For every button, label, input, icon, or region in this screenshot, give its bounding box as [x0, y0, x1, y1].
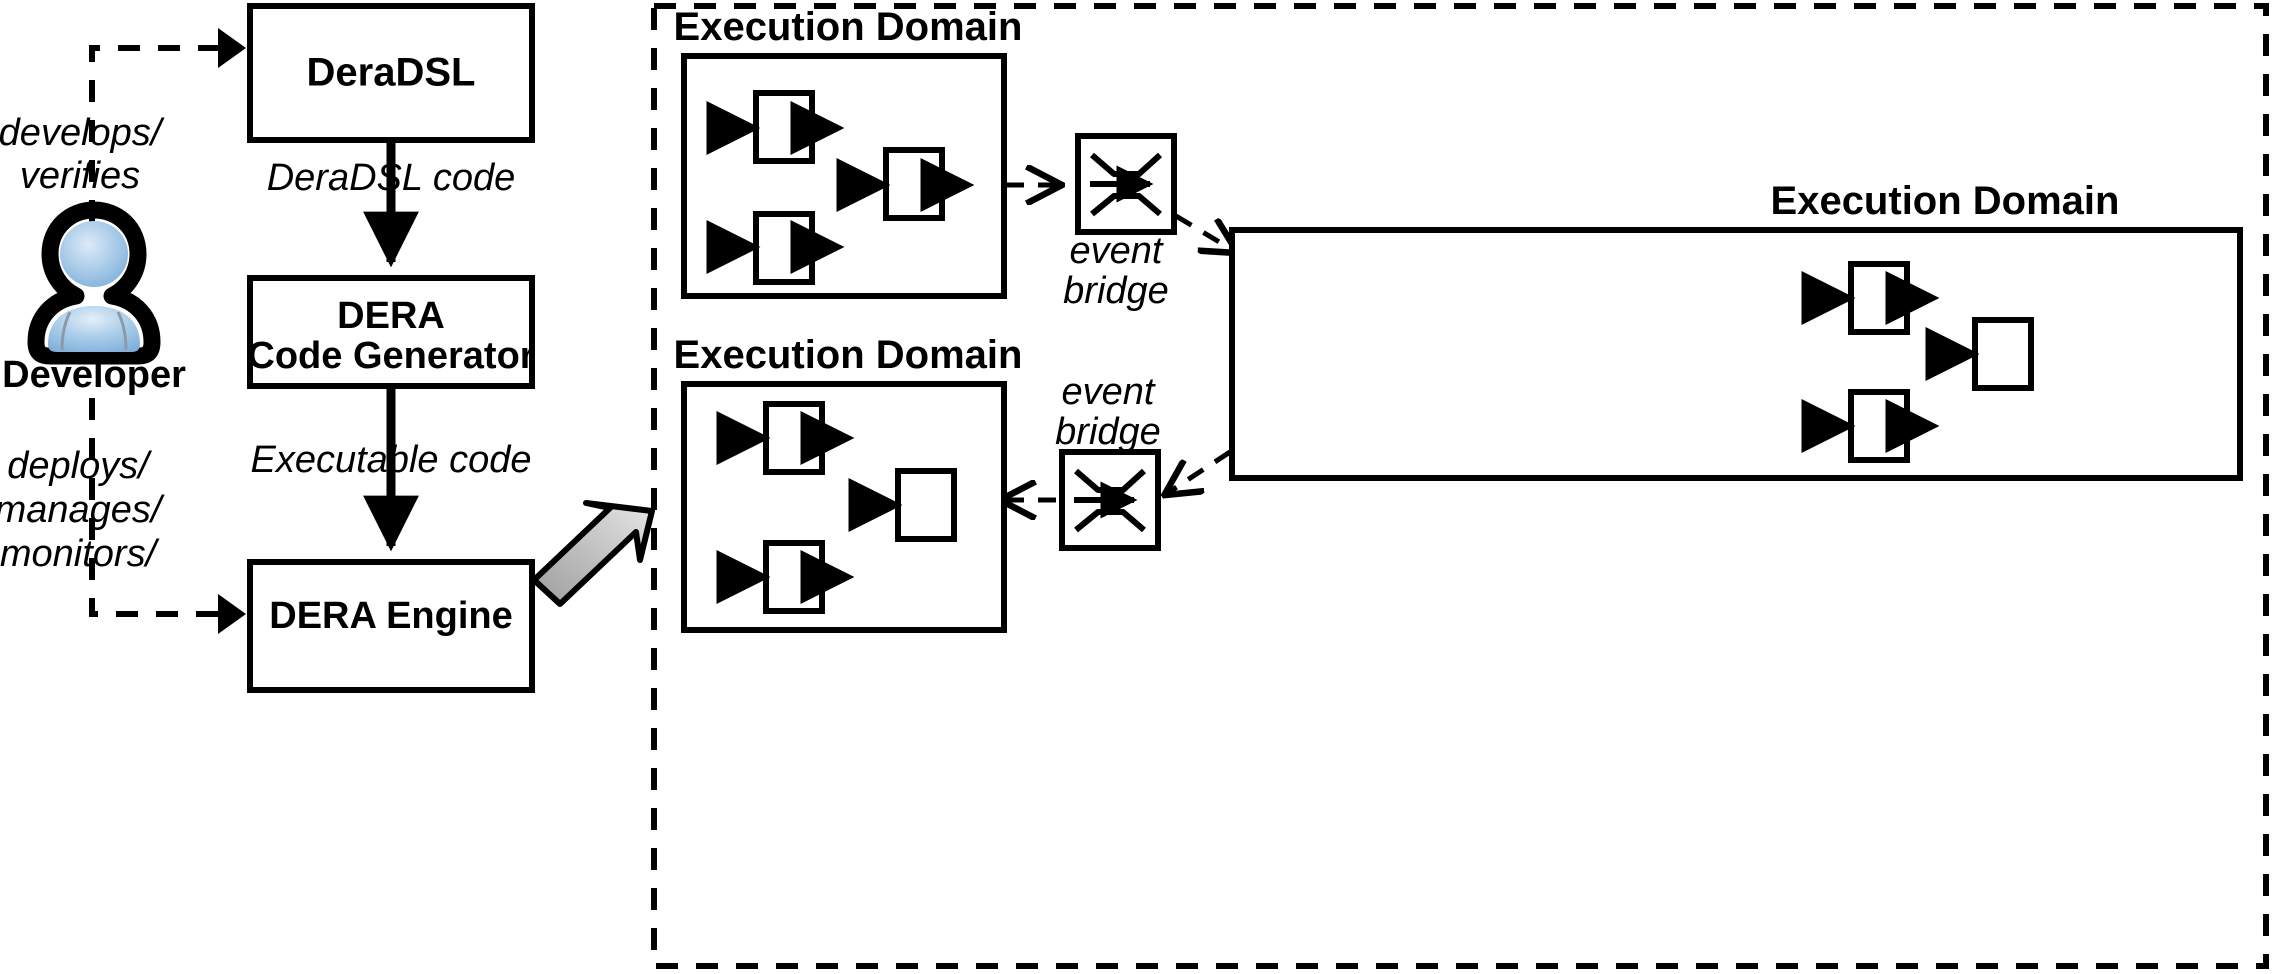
box-deradsl: DeraDSL	[247, 3, 535, 143]
execution-domain-top-left-label: Execution Domain	[674, 5, 1023, 49]
box-dera-code-generator-label-line1: DERA	[337, 295, 445, 337]
edge-generator-to-engine-label: Executable code	[251, 439, 532, 481]
edge-developer-to-engine-label-line2: manages/	[0, 489, 165, 531]
block-arrow-up-right-icon	[531, 500, 655, 607]
box-dera-code-generator: DERA Code Generator	[247, 275, 535, 389]
execution-domain-bottom-left-label: Execution Domain	[674, 333, 1023, 377]
edge-developer-to-engine-arrowhead	[218, 594, 246, 634]
edge-developer-to-deradsl-arrowhead	[218, 28, 246, 68]
edge-developer-to-deradsl-label-line2: verifies	[20, 155, 140, 197]
execution-domain-top-left-node-3	[706, 211, 845, 285]
box-dera-engine-label: DERA Engine	[269, 595, 513, 637]
execution-domain-top-left-node-1	[706, 90, 845, 164]
execution-domain-bottom-left-node-2	[848, 468, 957, 542]
box-dera-code-generator-label-line2: Code Generator	[247, 335, 534, 377]
execution-domain-right-frame	[1229, 227, 2243, 481]
edge-deradsl-to-generator: DeraDSL code	[267, 140, 516, 268]
edge-developer-to-engine: deploys/ manages/ monitors/	[0, 398, 246, 634]
execution-domain-right-node-1	[1801, 261, 1940, 335]
developer-label: Developer	[2, 354, 186, 396]
edge-developer-to-engine-label-line3: monitors/	[0, 533, 160, 575]
execution-domain-right-node-2	[1925, 317, 2034, 391]
box-dera-engine: DERA Engine	[247, 559, 535, 693]
event-bridge-bottom: event bridge	[1055, 371, 1161, 551]
event-bridge-bottom-label-line1: event	[1062, 371, 1156, 413]
event-bridge-icon	[1074, 468, 1147, 533]
edge-right-domain-to-bottom-bridge	[1166, 449, 1232, 494]
edge-generator-to-engine: Executable code	[251, 386, 532, 552]
edge-deradsl-to-generator-label: DeraDSL code	[267, 157, 516, 199]
execution-domain-top-left-node-2	[836, 147, 975, 221]
box-deradsl-label: DeraDSL	[307, 51, 476, 95]
execution-domain-right: Execution Domain	[1229, 179, 2243, 481]
execution-domain-bottom-left: Execution Domain	[674, 333, 1023, 633]
edge-developer-to-engine-label-line1: deploys/	[7, 445, 152, 487]
event-bridge-top-label-line2: bridge	[1063, 270, 1169, 312]
execution-domain-bottom-left-node-1	[716, 401, 855, 475]
edge-developer-to-deradsl: develops/ verifies	[0, 28, 246, 262]
execution-domain-top-left: Execution Domain	[674, 5, 1023, 299]
event-bridge-bottom-label-line2: bridge	[1055, 411, 1161, 453]
deployment-boundary	[651, 3, 2269, 969]
execution-domain-right-node-3	[1801, 389, 1940, 463]
event-bridge-icon	[1090, 152, 1163, 217]
event-bridge-top-label-line1: event	[1070, 230, 1164, 272]
execution-domain-bottom-left-node-3	[716, 540, 855, 614]
person-avatar-icon	[27, 201, 161, 365]
edge-developer-to-deradsl-label-line1: develops/	[0, 112, 165, 154]
event-bridge-top: event bridge	[1063, 133, 1177, 312]
edge-top-bridge-to-right-domain	[1174, 213, 1236, 252]
execution-domain-right-label: Execution Domain	[1771, 179, 2120, 223]
